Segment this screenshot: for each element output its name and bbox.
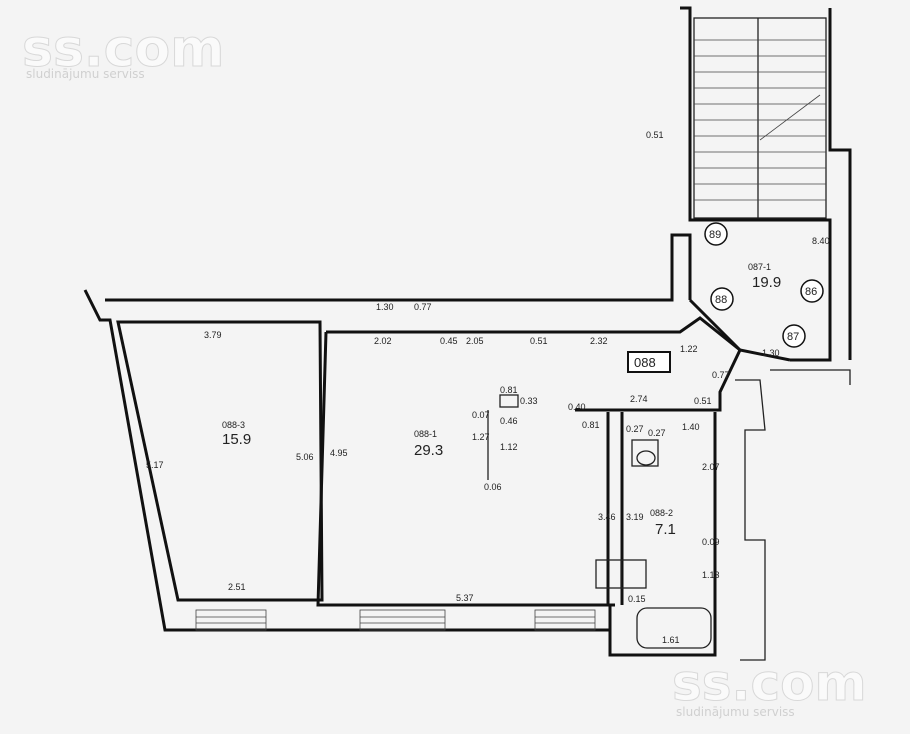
dim-label: 5.06 xyxy=(296,452,314,462)
apartment-number: 088 xyxy=(634,355,656,370)
dim-label: 0.27 xyxy=(648,428,666,438)
dim-label: 1.40 xyxy=(682,422,700,432)
dim-label: 0.51 xyxy=(694,396,712,406)
dim-label: 5.17 xyxy=(146,460,164,470)
circle-label: 88 xyxy=(715,294,727,306)
dim-label: 2.32 xyxy=(590,336,608,346)
bathroom-fixtures xyxy=(595,439,712,649)
room-id: 088-1 xyxy=(414,429,437,439)
dim-label: 0.77 xyxy=(414,302,432,312)
chimney xyxy=(487,394,519,480)
dim-label: 1.30 xyxy=(376,302,394,312)
room-id: 087-1 xyxy=(748,262,771,272)
dim-label: 8.40 xyxy=(812,236,830,246)
dim-label: 5.37 xyxy=(456,593,474,603)
room-088-1: 088-1 29.3 xyxy=(414,429,443,459)
dim-label: 0.81 xyxy=(500,385,518,395)
dim-label: 1.61 xyxy=(662,635,680,645)
dim-label: 0.15 xyxy=(628,594,646,604)
dim-label: 0.33 xyxy=(520,396,538,406)
room-area: 19.9 xyxy=(752,274,781,291)
dim-label: 1.27 xyxy=(472,432,490,442)
dim-label: 0.81 xyxy=(582,420,600,430)
dim-label: 1.13 xyxy=(702,570,720,580)
dim-label: 2.74 xyxy=(630,394,648,404)
watermark-bottom-sub: sludinājumu serviss xyxy=(676,705,795,719)
circle-label: 89 xyxy=(709,229,721,241)
dim-label: 2.02 xyxy=(374,336,392,346)
dim-label: 0.40 xyxy=(568,402,586,412)
room-area: 15.9 xyxy=(222,431,251,448)
dim-label: 1.30 xyxy=(762,348,780,358)
dim-label: 0.45 xyxy=(440,336,458,346)
watermark-bottom-logo: ss.com xyxy=(672,654,867,712)
dim-label: 0.51 xyxy=(530,336,548,346)
stairwell xyxy=(680,6,852,362)
dim-label: 2.51 xyxy=(228,582,246,592)
apartment-number-box: 088 xyxy=(627,351,671,373)
circle-87: 87 xyxy=(782,324,806,348)
dim-label: 3.46 xyxy=(598,512,616,522)
windows xyxy=(195,609,596,631)
dim-label: 0.09 xyxy=(702,537,720,547)
dim-label: 0.51 xyxy=(646,130,664,140)
room-area: 29.3 xyxy=(414,442,443,459)
room-id: 088-3 xyxy=(222,420,245,430)
circle-89: 89 xyxy=(704,222,728,246)
dim-label: 2.07 xyxy=(702,462,720,472)
dim-label: 0.46 xyxy=(500,416,518,426)
dim-label: 2.05 xyxy=(466,336,484,346)
circle-86: 86 xyxy=(800,279,824,303)
room-id: 088-2 xyxy=(650,508,673,518)
dim-label: 1.22 xyxy=(680,344,698,354)
dim-label: 4.95 xyxy=(330,448,348,458)
watermark-top-sub: sludinājumu serviss xyxy=(26,67,145,81)
circle-label: 86 xyxy=(805,286,817,298)
dim-label: 3.19 xyxy=(626,512,644,522)
circle-label: 87 xyxy=(787,331,799,343)
dim-label: 0.77 xyxy=(712,370,730,380)
dim-label: 1.12 xyxy=(500,442,518,452)
room-088-2: 088-2 7.1 xyxy=(650,508,676,538)
apartment-walls xyxy=(83,233,851,661)
dim-label: 0.06 xyxy=(484,482,502,492)
dim-label: 3.79 xyxy=(204,330,222,340)
circle-88: 88 xyxy=(710,287,734,311)
dimension-labels: 1.30 0.77 3.79 2.02 0.45 2.05 0.51 2.32 … xyxy=(146,130,830,645)
room-087-1: 087-1 19.9 xyxy=(748,262,781,291)
dim-label: 0.07 xyxy=(472,410,490,420)
watermark-top-logo: ss.com xyxy=(22,19,224,79)
dim-label: 0.27 xyxy=(626,424,644,434)
room-088-3: 088-3 15.9 xyxy=(222,420,251,448)
room-area: 7.1 xyxy=(655,521,676,538)
